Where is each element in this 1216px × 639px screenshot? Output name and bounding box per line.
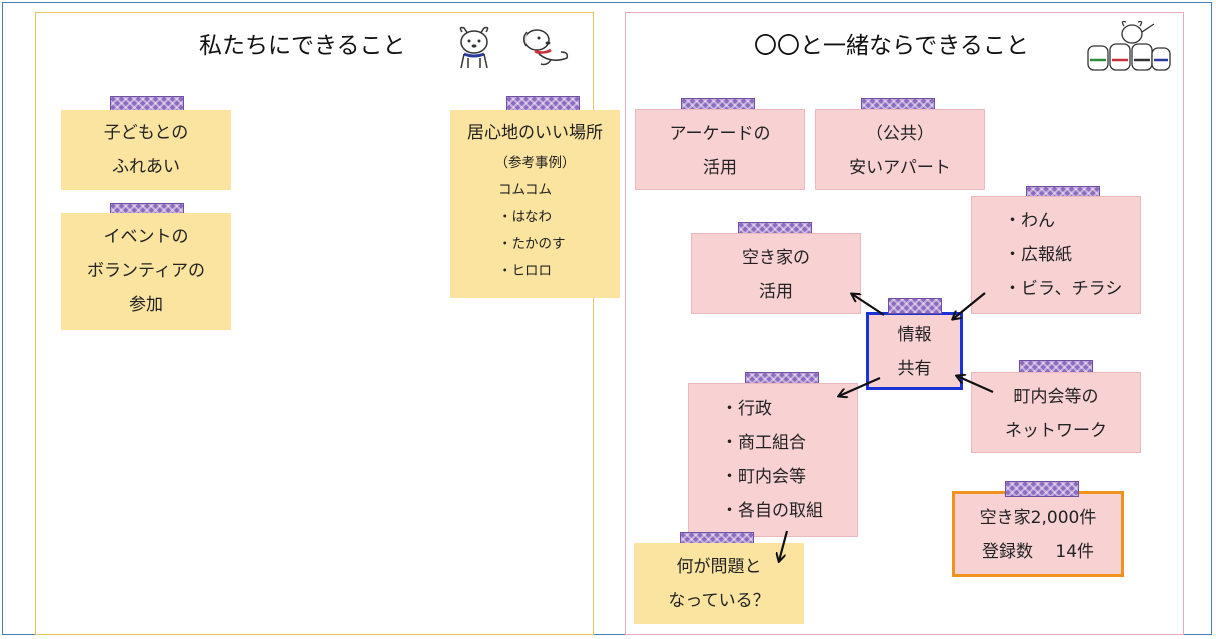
note-volunteer: イベントの ボランティアの 参加 xyxy=(61,213,231,330)
note-line: 活用 xyxy=(703,158,737,178)
note-vacant-house: 空き家の 活用 xyxy=(691,233,861,314)
note-line: なっている？ xyxy=(668,591,770,611)
right-panel-title: 〇〇と一緒ならできること xyxy=(754,33,1029,59)
note-line: 活用 xyxy=(759,282,793,302)
tape xyxy=(1005,481,1079,497)
dog-group-icon xyxy=(1087,20,1171,71)
arrow-from-media xyxy=(953,292,986,319)
note-line: 町内会等の xyxy=(1013,387,1099,407)
note-line: ・町内会等 xyxy=(721,467,806,487)
note-line: （参考事例） xyxy=(494,155,576,171)
tape xyxy=(888,298,942,314)
note-arcade: アーケードの 活用 xyxy=(635,109,805,190)
note-media: ・わん ・広報紙 ・ビラ、チラシ xyxy=(971,196,1141,314)
note-line: ボランティアの xyxy=(87,261,205,281)
note-line: （公共） xyxy=(866,124,934,144)
note-line: イベントの xyxy=(103,227,189,247)
note-comfortable-place: 居心地のいい場所 （参考事例） コムコム ・はなわ ・たかのす ・ヒロロ xyxy=(450,110,620,298)
note-line: アーケードの xyxy=(669,124,771,144)
note-line: ・たかのす xyxy=(498,236,566,252)
note-apartment: （公共） 安いアパート xyxy=(815,109,985,190)
note-line: 共有 xyxy=(897,359,932,379)
arrow-from-network xyxy=(957,376,994,394)
note-line: ・行政 xyxy=(721,399,772,419)
note-line: ・わん xyxy=(1004,211,1055,231)
note-line: ・広報紙 xyxy=(1004,245,1072,265)
note-line: ・商工組合 xyxy=(721,433,806,453)
arrow-to-vacant xyxy=(852,294,885,316)
note-line: コムコム xyxy=(498,182,552,198)
left-panel: 私たちにできること xyxy=(35,12,594,635)
note-line: ・各自の取組 xyxy=(721,501,823,521)
note-line: ・ビラ、チラシ xyxy=(1004,279,1123,299)
note-line: ふれあい xyxy=(112,157,180,177)
left-panel-title: 私たちにできること xyxy=(199,33,406,59)
note-problem: 何が問題と なっている？ xyxy=(634,543,804,624)
note-line: 子どもとの xyxy=(103,123,189,143)
note-actors: ・行政 ・商工組合 ・町内会等 ・各自の取組 xyxy=(688,383,858,537)
note-network: 町内会等の ネットワーク xyxy=(971,372,1141,453)
info-sharing-box: 情報 共有 xyxy=(866,312,963,390)
stats-line: 空き家2,000件 xyxy=(979,508,1097,528)
arrow-to-problem xyxy=(779,530,789,561)
right-panel: 〇〇と一緒ならできること xyxy=(625,12,1184,635)
note-line: 安いアパート xyxy=(849,158,951,178)
note-line: ・ヒロロ xyxy=(498,263,552,279)
arrow-to-actors xyxy=(839,376,881,396)
dog-lying-icon xyxy=(523,29,569,66)
dog-face-icon xyxy=(459,26,489,69)
tape xyxy=(110,96,184,112)
note-line: 情報 xyxy=(897,325,932,345)
note-line: 空き家の xyxy=(742,248,810,268)
note-children: 子どもとの ふれあい xyxy=(61,110,231,190)
note-heading: 居心地のいい場所 xyxy=(467,123,603,143)
note-line: 何が問題と xyxy=(676,557,762,577)
note-line: ・はなわ xyxy=(498,209,552,225)
note-line: 参加 xyxy=(129,295,163,315)
stats-line: 登録数 14件 xyxy=(981,542,1095,562)
note-line: ネットワーク xyxy=(1005,421,1107,441)
